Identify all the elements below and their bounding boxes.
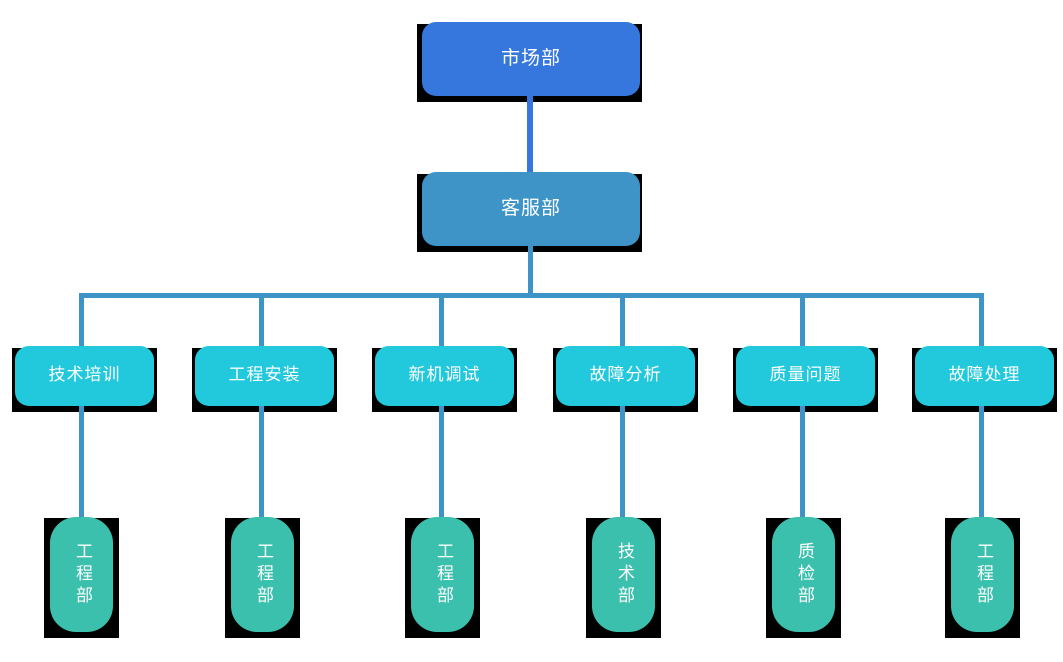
connector-level1-to-level2 — [527, 96, 533, 172]
node-level3-label: 技术培训 — [48, 365, 121, 386]
connector-bus-drop-4 — [620, 293, 625, 346]
node-level3-fault-analysis[interactable]: 故障分析 — [556, 346, 695, 406]
node-level3-label: 工程安装 — [228, 365, 301, 386]
node-level4-label: 质检部 — [794, 541, 814, 608]
connector-bus-drop-1 — [79, 293, 84, 346]
connector-level3-to-level4-2 — [259, 406, 264, 519]
node-level4-quality-inspection-dept[interactable]: 质检部 — [772, 517, 835, 632]
node-level4-engineering-dept-4[interactable]: 工程部 — [951, 517, 1014, 632]
node-level4-engineering-dept-1[interactable]: 工程部 — [50, 517, 113, 632]
node-level4-engineering-dept-3[interactable]: 工程部 — [411, 517, 474, 632]
connector-bus-drop-2 — [259, 293, 264, 346]
node-level4-engineering-dept-2[interactable]: 工程部 — [231, 517, 294, 632]
node-level4-label: 工程部 — [253, 541, 273, 608]
connector-level3-to-level4-5 — [800, 406, 805, 519]
node-level3-new-machine-debugging[interactable]: 新机调试 — [375, 346, 514, 406]
node-level3-label: 故障分析 — [589, 365, 662, 386]
node-level3-quality-issues[interactable]: 质量问题 — [736, 346, 875, 406]
node-level4-label: 工程部 — [433, 541, 453, 608]
connector-level3-to-level4-1 — [79, 406, 84, 519]
node-level4-label: 工程部 — [72, 541, 92, 608]
node-level3-technical-training[interactable]: 技术培训 — [15, 346, 154, 406]
connector-level3-to-level4-6 — [979, 406, 984, 519]
node-level1-label: 市场部 — [500, 47, 561, 70]
connector-bus-drop-3 — [439, 293, 444, 346]
connector-bus-drop-5 — [800, 293, 805, 346]
connector-level3-to-level4-3 — [439, 406, 444, 519]
connector-horizontal-bus — [79, 293, 984, 298]
node-level4-technology-dept[interactable]: 技术部 — [592, 517, 655, 632]
node-level4-label: 技术部 — [614, 541, 634, 608]
node-level2-customer-service[interactable]: 客服部 — [422, 172, 640, 246]
node-level3-fault-handling[interactable]: 故障处理 — [915, 346, 1054, 406]
connector-level2-stem — [528, 246, 533, 298]
node-level2-label: 客服部 — [500, 197, 561, 220]
connector-level3-to-level4-4 — [620, 406, 625, 519]
connector-bus-drop-6 — [979, 293, 984, 346]
node-level3-label: 质量问题 — [769, 365, 842, 386]
node-level3-label: 新机调试 — [408, 365, 481, 386]
node-level3-label: 故障处理 — [948, 365, 1021, 386]
node-level1-marketing[interactable]: 市场部 — [422, 22, 640, 96]
node-level4-label: 工程部 — [973, 541, 993, 608]
node-level3-engineering-installation[interactable]: 工程安装 — [195, 346, 334, 406]
